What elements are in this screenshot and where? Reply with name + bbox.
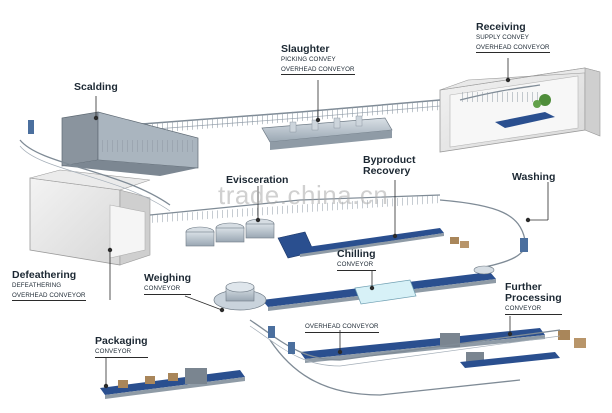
watermark: trade.china.cn [218,180,389,210]
overhead-conveyor-sub1: OVERHEAD CONVEYOR [305,322,379,333]
receiving-building [439,67,601,153]
label-receiving: Receiving SUPPLY CONVEY OVERHEAD CONVEYO… [476,21,550,54]
byproduct-title-line1: Byproduct [363,154,416,166]
receiving-title: Receiving [476,21,526,33]
packaging-conveyor [100,368,245,399]
slaughter-machine [261,115,393,150]
label-scalding: Scalding [74,81,118,93]
defeathering-room [19,139,171,266]
label-washing: Washing [512,171,556,183]
defeathering-sub2: OVERHEAD CONVEYOR [12,291,86,302]
label-weighing: Weighing CONVEYOR [144,272,192,295]
slaughter-sub2: OVERHEAD CONVEYOR [281,65,355,76]
scalding-title: Scalding [74,81,118,93]
evisceration-title: Evisceration [226,174,289,186]
lower-overhead-conveyor [249,319,561,396]
washing-title: Washing [512,171,556,183]
scalding-tank [28,111,199,176]
byproduct-conveyor [277,228,469,259]
further-processing-conveyor [300,328,586,368]
packaging-sub1: CONVEYOR [95,347,148,358]
weighing-station [213,281,267,311]
label-further-processing: Further Processing CONVEYOR [505,281,562,315]
label-overhead-conveyor: OVERHEAD CONVEYOR [305,322,379,333]
evisceration-drums [149,194,441,247]
label-chilling: Chilling CONVEYOR [337,248,376,271]
weighing-sub1: CONVEYOR [144,284,192,295]
label-defeathering: Defeathering DEFEATHERING OVERHEAD CONVE… [12,269,86,302]
weighing-title: Weighing [144,272,192,284]
defeathering-title: Defeathering [12,269,77,281]
slaughter-sub1: PICKING CONVEY [281,56,336,64]
further-processing-sub1: CONVEYOR [505,304,562,315]
further-processing-title-line1: Further [505,281,542,293]
slaughter-title: Slaughter [281,43,330,55]
packaging-title: Packaging [95,335,148,347]
byproduct-title-line2: Recovery [363,165,411,178]
chilling-conveyor [262,265,496,311]
receiving-sub2: OVERHEAD CONVEYOR [476,43,550,54]
label-byproduct-recovery: Byproduct Recovery [363,154,416,178]
label-evisceration: Evisceration [226,174,289,186]
label-packaging: Packaging CONVEYOR [95,335,148,358]
chilling-title: Chilling [337,248,376,260]
chilling-sub1: CONVEYOR [337,260,376,271]
label-slaughter: Slaughter PICKING CONVEY OVERHEAD CONVEY… [281,43,355,76]
callout-lines [93,58,549,389]
washing-rail [439,199,528,269]
defeathering-sub1: DEFEATHERING [12,282,62,290]
receiving-sub1: SUPPLY CONVEY [476,34,529,42]
further-processing-title-line2: Processing [505,292,562,305]
